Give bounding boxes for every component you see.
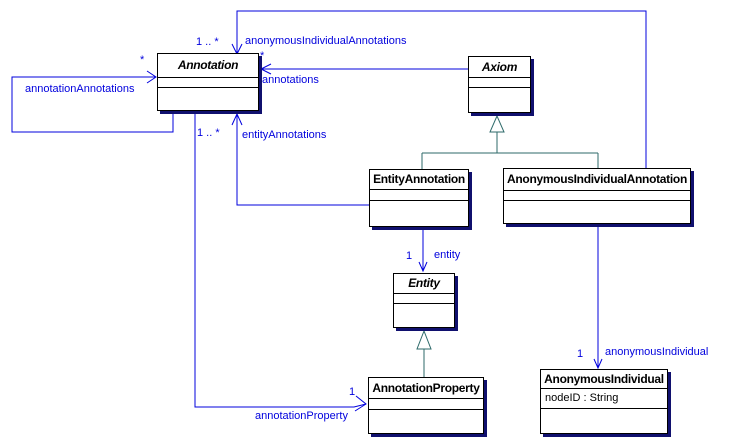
class-entity: Entity	[393, 273, 455, 328]
generalization-to-axiom	[421, 114, 599, 169]
generalization-triangle	[489, 114, 505, 133]
class-axiom-name: Axiom	[469, 57, 530, 78]
class-anonymousindividual: AnonymousIndividual nodeID : String	[540, 369, 668, 434]
open-arrowhead	[593, 358, 603, 370]
role-label-annotationAnnotations: annotationAnnotations	[25, 83, 135, 95]
multiplicity-label-entity: 1	[406, 250, 413, 262]
class-entity-name: Entity	[394, 274, 454, 294]
class-entityannotation: EntityAnnotation	[369, 169, 469, 227]
open-arrowhead	[231, 112, 243, 126]
association-annotationProperty	[194, 112, 367, 412]
generalization-annotationProperty-to-entity	[416, 329, 432, 377]
class-anonymousindividualannotation-attributes-compartment	[504, 191, 690, 201]
class-entityannotation-name: EntityAnnotation	[370, 170, 468, 190]
association-entityAnnotations	[231, 112, 369, 206]
multiplicity-label-annotationProperty: 1	[349, 386, 356, 398]
role-label-entity: entity	[434, 249, 461, 261]
role-label-anonymousIndividualAnnotations: anonymousIndividualAnnotations	[245, 35, 407, 47]
class-annotation-attributes-compartment	[158, 78, 258, 88]
multiplicity-label-anonymousIndividualAnnotations: 1 .. *	[196, 36, 219, 48]
association-entityAnnotations-path	[236, 114, 369, 206]
open-arrowhead	[259, 63, 272, 75]
generalization-to-axiom-path	[421, 132, 599, 169]
role-label-anonymousIndividual: anonymousIndividual	[605, 346, 709, 358]
role-label-annotationProperty: annotationProperty	[255, 410, 348, 422]
class-axiom: Axiom	[468, 56, 531, 113]
class-anonymousindividualannotation-name: AnonymousIndividualAnnotation	[504, 169, 690, 191]
multiplicity-label-entityAnnotations: 1 .. *	[197, 127, 220, 139]
class-annotationproperty-name: AnnotationProperty	[369, 378, 483, 399]
class-axiom-attributes-compartment	[469, 78, 530, 88]
class-annotationproperty: AnnotationProperty	[368, 377, 484, 434]
association-entity	[418, 227, 428, 273]
class-entityannotation-attributes-compartment	[370, 190, 468, 201]
class-entity-attributes-compartment	[394, 294, 454, 304]
association-annotationAnnotations	[11, 70, 174, 133]
multiplicity-label-annotationAnnotations: *	[140, 54, 145, 66]
role-label-annotations: annotations	[262, 74, 319, 86]
class-anonymousindividual-name: AnonymousIndividual	[541, 370, 667, 389]
class-annotation: Annotation	[157, 53, 259, 111]
open-arrowhead	[146, 70, 157, 84]
association-anonymousIndividual	[593, 225, 603, 370]
open-arrowhead	[418, 261, 428, 273]
class-annotation-name: Annotation	[158, 54, 258, 78]
attribute-nodeid: nodeID : String	[545, 392, 619, 404]
multiplicity-label-annotations: *	[260, 50, 265, 62]
class-anonymousindividual-attributes-compartment: nodeID : String	[541, 389, 667, 409]
class-annotationproperty-attributes-compartment	[369, 399, 483, 410]
class-anonymousindividualannotation: AnonymousIndividualAnnotation	[503, 168, 691, 224]
generalization-triangle	[416, 329, 432, 350]
multiplicity-label-anonymousIndividual: 1	[577, 348, 584, 360]
role-label-entityAnnotations: entityAnnotations	[242, 129, 327, 141]
association-annotations	[259, 63, 468, 75]
association-annotationProperty-path	[194, 112, 367, 408]
open-arrowhead	[354, 395, 367, 412]
